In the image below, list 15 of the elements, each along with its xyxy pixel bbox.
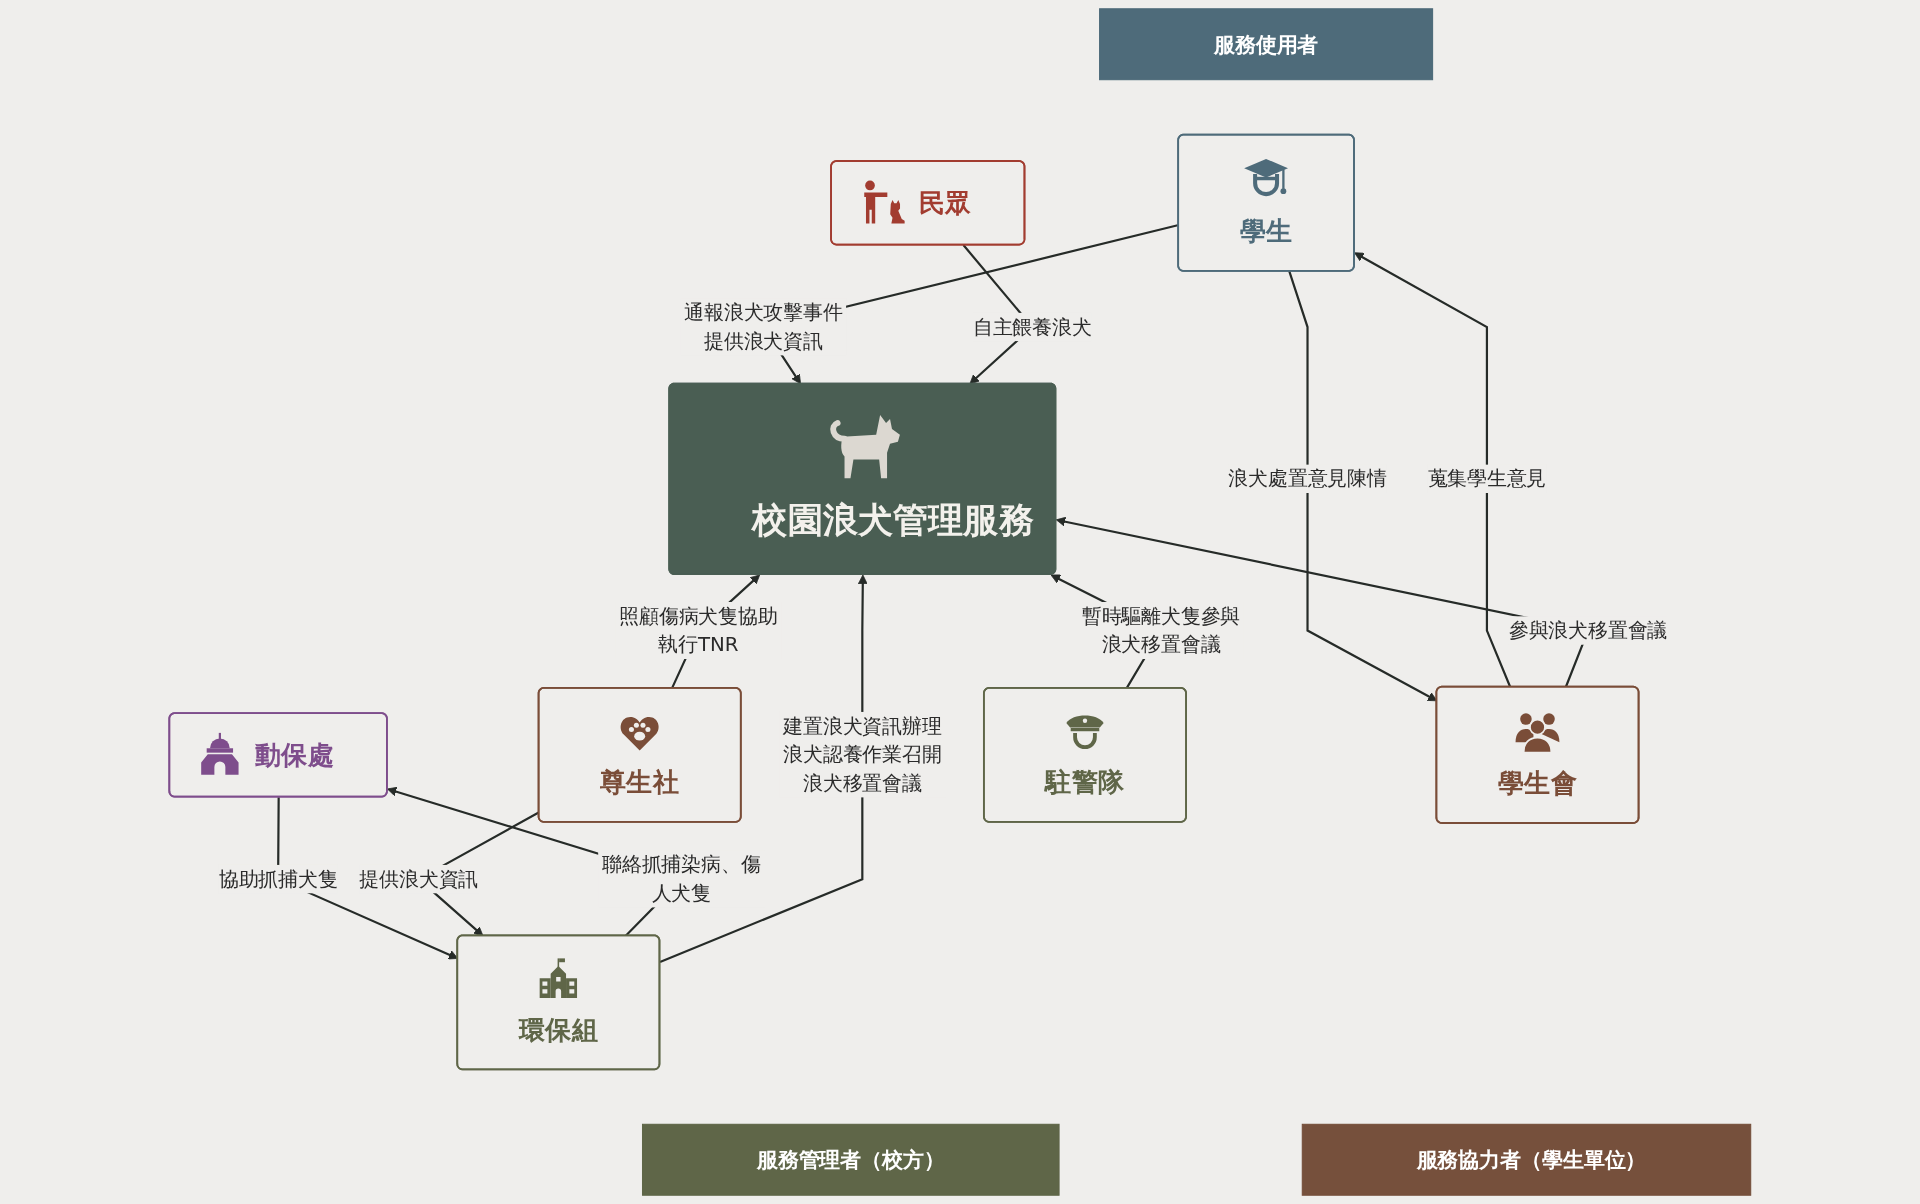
node-box: 服務協力者（學生單位） — [1301, 1123, 1752, 1196]
edge-label: 照顧傷病犬隻協助執行TNR — [619, 604, 778, 656]
node-box: 服務使用者 — [1099, 8, 1434, 81]
node-box: 服務管理者（校方） — [642, 1123, 1060, 1196]
edge-label: 蒐集學生意見 — [1427, 466, 1547, 490]
edge-label: 自主餵養浪犬 — [972, 314, 1092, 338]
edge-label: 提供浪犬資訊 — [359, 867, 479, 891]
arrow — [1354, 252, 1512, 688]
edge-label: 暫時驅離犬隻參與浪犬移置會議 — [1081, 604, 1241, 656]
edge-label: 協助抓捕犬隻 — [218, 867, 338, 891]
edge-label: 通報浪犬攻擊事件提供浪犬資訊 — [684, 300, 843, 353]
edge-label: 參與浪犬移置會議 — [1508, 618, 1668, 642]
edge-label: 聯絡抓捕染病、傷人犬隻 — [602, 852, 761, 905]
edge-label: 浪犬處置意見陳情 — [1228, 466, 1387, 490]
edge-label: 建置浪犬資訊辦理浪犬認養作業召開浪犬移置會議 — [783, 714, 942, 795]
